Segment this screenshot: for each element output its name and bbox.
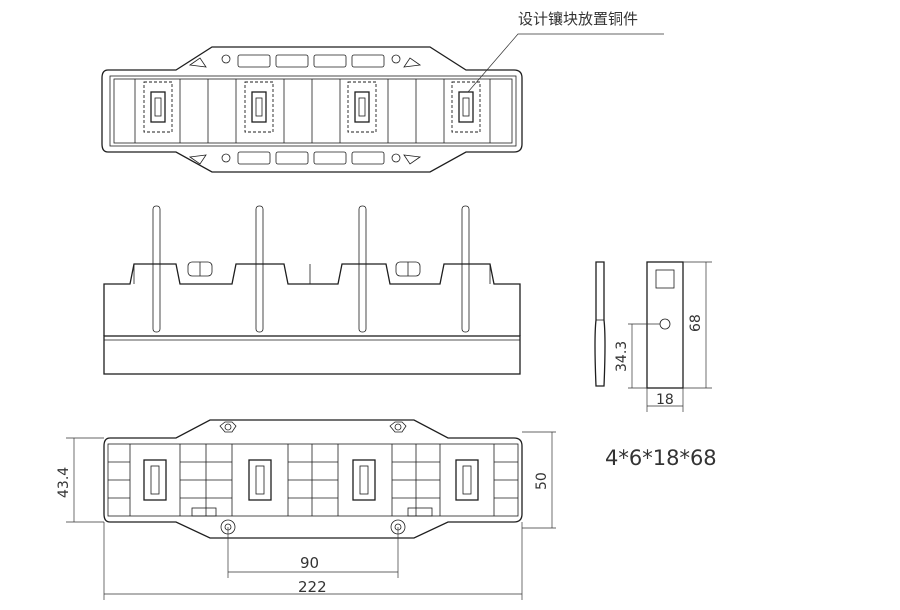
- top-view: [101, 46, 523, 173]
- front-view: [103, 205, 521, 375]
- dim-50: 50: [534, 472, 550, 490]
- dim-34-3: 34.3: [614, 341, 630, 372]
- bottom-view: [103, 419, 523, 539]
- dim-222: 222: [298, 578, 327, 596]
- dim-43-4: 43.4: [56, 467, 72, 498]
- side-view-pin: [594, 261, 606, 387]
- insert-annotation: 设计镶块放置铜件: [467, 10, 664, 93]
- side-view-copper: 68 34.3 18: [614, 261, 712, 412]
- dim-90: 90: [300, 554, 319, 572]
- dim-68: 68: [688, 314, 704, 332]
- dim-18: 18: [656, 392, 674, 408]
- spec-label: 4*6*18*68: [605, 446, 717, 470]
- annotation-label: 设计镶块放置铜件: [518, 10, 638, 28]
- bottom-dimensions: 43.4 50 90 222: [56, 431, 556, 600]
